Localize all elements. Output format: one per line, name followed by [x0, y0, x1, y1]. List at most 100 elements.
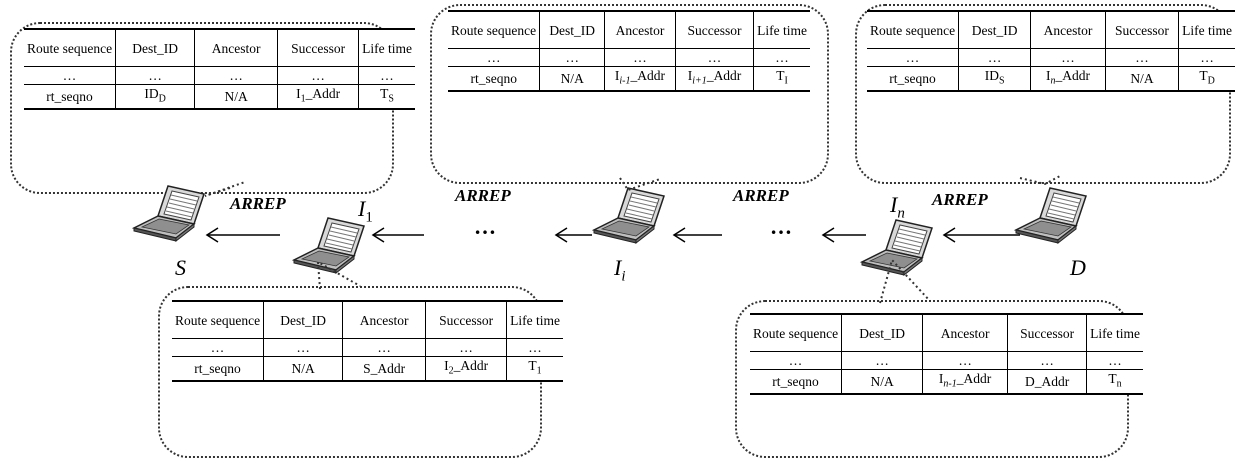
left-arrow-icon [554, 227, 592, 243]
bubble-D [855, 4, 1231, 184]
node-label-In: In [890, 192, 905, 222]
cell-successor: Ii+1_Addr [674, 66, 754, 91]
table-row-ellipsis: …………… [750, 351, 1143, 370]
left-arrow-icon [205, 227, 280, 243]
left-arrow-icon [821, 227, 866, 243]
ellipsis-cell: … [210, 340, 225, 355]
ellipsis-cell: … [1104, 48, 1179, 67]
header-ancestor: Ancestor [194, 29, 278, 67]
header-ancestor: Ancestor [342, 301, 426, 339]
ellipsis-cell: … [194, 66, 278, 85]
header-successor: Successor [425, 301, 507, 339]
cell-lifetime: TI [753, 66, 810, 91]
cell-successor: D_Addr [1007, 369, 1087, 394]
cell-dest-id: IDS [958, 66, 1031, 91]
left-arrow-icon [942, 227, 1020, 243]
node-label-D: D [1070, 255, 1086, 280]
table-row-ellipsis: …………… [448, 48, 810, 67]
laptop-icon [290, 216, 368, 279]
ellipsis-cell: … [277, 66, 359, 85]
arrrep-label-3: ARREP [733, 186, 789, 205]
ellipsis-cell: … [841, 351, 923, 370]
header-life: Life time [1178, 11, 1235, 49]
header-dest: Dest_ID [958, 11, 1031, 49]
ellipsis-cell: … [905, 50, 920, 65]
ellipsis-cell: … [342, 338, 426, 357]
table-row-ellipsis: …………… [867, 48, 1235, 67]
header-dest: Dest_ID [115, 29, 195, 67]
ellipsis-cell: … [115, 66, 195, 85]
arrrep-label-2: ARREP [455, 186, 511, 205]
ellipsis-cell: … [753, 48, 810, 67]
header-dest: Dest_ID [263, 301, 343, 339]
ellipsis-cell: … [1178, 48, 1235, 67]
cell-successor: I2_Addr [425, 356, 507, 381]
node-label-Ii: Ii [614, 255, 626, 285]
left-arrow-icon [672, 227, 722, 243]
header-route: Route sequence [870, 22, 956, 38]
ellipsis-cell: … [1030, 48, 1106, 67]
ellipsis-cell: … [674, 48, 754, 67]
cell-ancestor: In_Addr [1030, 66, 1106, 91]
arrrep-label-1: ARREP [230, 194, 286, 213]
ellipsis-cell: … [62, 68, 77, 83]
header-dest: Dest_ID [841, 314, 923, 352]
cell-seqno: rt_seqno [194, 360, 241, 376]
header-successor: Successor [277, 29, 359, 67]
table-row-ellipsis: …………… [24, 66, 415, 85]
ellipsis-cell: … [958, 48, 1031, 67]
gap-ellipsis-2: … [770, 214, 793, 239]
bubble-tail-D [1019, 175, 1061, 186]
node-label-S: S [175, 255, 186, 280]
header-successor: Successor [1104, 11, 1179, 49]
cell-ancestor: N/A [194, 84, 278, 109]
arrrep-label-4: ARREP [932, 190, 988, 209]
cell-ancestor: S_Addr [342, 356, 426, 381]
bubble-tail-S [204, 181, 246, 197]
cell-dest-id: N/A [263, 356, 343, 381]
header-route: Route sequence [753, 325, 839, 341]
cell-lifetime: T1 [506, 356, 563, 381]
ellipsis-cell: … [603, 48, 676, 67]
ellipsis-cell: … [1007, 351, 1087, 370]
laptop-icon [130, 184, 208, 247]
bubble-tail-Ii [619, 177, 661, 192]
cell-lifetime: TS [358, 84, 415, 109]
ellipsis-cell: … [425, 338, 507, 357]
ellipsis-cell: … [506, 338, 563, 357]
bubble-tail-In [879, 258, 931, 304]
bubble-tail-I1 [316, 260, 361, 290]
cell-dest-id: IDD [115, 84, 195, 109]
ellipsis-cell: … [788, 353, 803, 368]
header-ancestor: Ancestor [1030, 11, 1106, 49]
laptop-icon [1012, 186, 1090, 249]
header-route: Route sequence [451, 22, 537, 38]
cell-seqno: rt_seqno [772, 373, 819, 389]
ellipsis-cell: … [922, 351, 1008, 370]
cell-ancestor: In-1_Addr [922, 369, 1008, 394]
cell-lifetime: Tn [1086, 369, 1143, 394]
ellipsis-cell: … [263, 338, 343, 357]
header-life: Life time [1086, 314, 1143, 352]
cell-seqno: rt_seqno [46, 88, 93, 104]
ellipsis-cell: … [486, 50, 501, 65]
header-route: Route sequence [27, 40, 113, 56]
cell-seqno: rt_seqno [470, 70, 517, 86]
gap-ellipsis-1: … [474, 214, 497, 239]
header-route: Route sequence [175, 312, 261, 328]
header-successor: Successor [1007, 314, 1087, 352]
header-life: Life time [753, 11, 810, 49]
